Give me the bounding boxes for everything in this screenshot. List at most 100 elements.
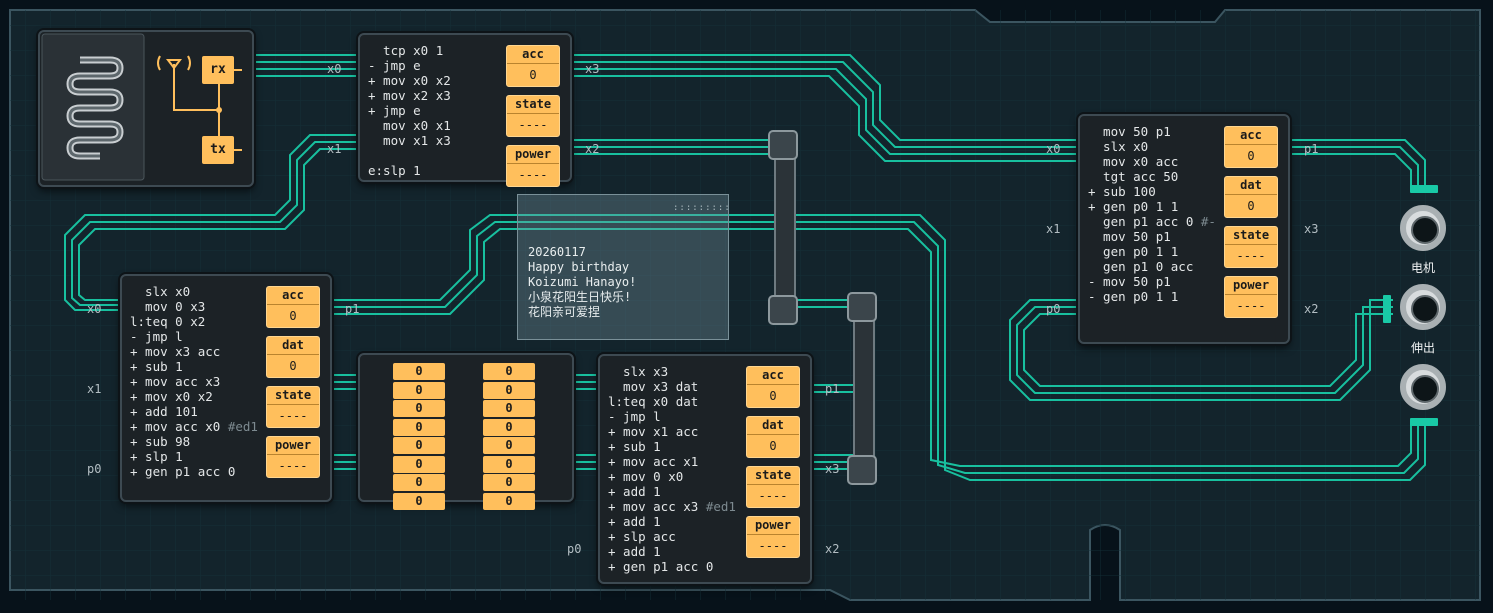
code-line[interactable]: + mov 0 x0 [608,469,684,484]
code-line[interactable]: + mov x3 acc [130,344,221,359]
code-line[interactable]: + jmp e [368,103,421,118]
register-label: state [747,467,799,485]
rom-cell[interactable]: 0 [393,437,445,454]
code-listing[interactable]: mov 50 p1 slx x0 mov x0 acc tgt acc 50+ … [1088,124,1216,304]
code-line[interactable]: + mov x2 x3 [368,88,451,103]
code-line[interactable]: mov x1 x3 [368,133,451,148]
pin-label-p0: p0 [1046,302,1061,316]
code-line[interactable]: gen p1 acc 0 #- [1088,214,1216,229]
register-value: 0 [1247,199,1255,213]
bridge-cap-2-bottom[interactable] [847,455,877,485]
code-line[interactable]: tcp x0 1 [368,43,444,58]
rom-cell[interactable]: 0 [393,400,445,417]
note-line: Happy birthday [528,260,630,274]
trace-b4-p0-out [1009,299,1393,401]
controller-board-4[interactable]: mov 50 p1 slx x0 mov x0 acc tgt acc 50+ … [1078,114,1290,344]
register-state: state ---- [746,466,800,508]
code-line[interactable]: mov 50 p1 [1088,124,1171,139]
rom-cell[interactable]: 0 [483,400,535,417]
code-line[interactable]: mov 0 x3 [130,299,206,314]
radio-module[interactable]: rx tx [38,30,254,187]
code-line[interactable]: + add 1 [608,544,661,559]
code-line[interactable]: slx x0 [130,284,191,299]
code-line[interactable]: + gen p0 1 1 [1088,199,1179,214]
note-drag-handle[interactable]: ::::::::: [673,203,731,213]
rom-cell[interactable]: 0 [483,455,535,473]
code-line[interactable]: + mov acc x1 [608,454,699,469]
rom-cell[interactable]: 0 [483,437,535,454]
bridge-cap-1-bottom[interactable] [768,295,798,325]
pin-label-x3: x3 [825,462,840,476]
code-line[interactable]: + mov x0 x2 [368,73,451,88]
code-line[interactable]: + mov acc x3 #ed1 [608,499,736,514]
rom-cell[interactable]: 0 [393,492,445,510]
controller-board-1[interactable]: tcp x0 1- jmp e+ mov x0 x2+ mov x2 x3+ j… [358,33,572,187]
code-line[interactable]: + mov x1 acc [608,424,699,439]
code-line[interactable]: tgt acc 50 [1088,169,1179,184]
rom-cell[interactable]: 0 [483,492,535,510]
code-line[interactable]: mov 50 p1 [1088,229,1171,244]
code-line[interactable]: gen p0 1 1 [1088,244,1179,259]
rom-cell[interactable]: 0 [483,474,535,491]
code-line[interactable]: + slp acc [608,529,676,544]
code-line[interactable]: l:teq 0 x2 [130,314,206,329]
rom-cell[interactable]: 0 [393,474,445,491]
rom-cell[interactable]: 0 [393,363,445,380]
rom-cell[interactable]: 0 [483,363,535,380]
code-line[interactable]: slx x0 [1088,139,1149,154]
output-port-1[interactable] [1400,205,1446,251]
code-line[interactable]: + mov x0 x2 [130,389,213,404]
code-line[interactable]: - jmp l [608,409,661,424]
output-port-2[interactable] [1400,284,1446,330]
code-listing[interactable]: tcp x0 1- jmp e+ mov x0 x2+ mov x2 x3+ j… [368,43,451,178]
code-line[interactable]: + gen p1 acc 0 [130,464,236,479]
output-port-3[interactable] [1400,364,1446,410]
code-line[interactable]: + add 1 [608,484,661,499]
code-line[interactable]: gen p1 0 acc [1088,259,1194,274]
code-line[interactable]: l:teq x0 dat [608,394,699,409]
code-line[interactable]: + add 101 [130,404,198,419]
register-value: ---- [758,489,788,503]
code-line[interactable]: mov x0 x1 [368,118,451,133]
pin-label-x0: x0 [327,62,342,76]
rom-cell[interactable]: 0 [393,381,445,399]
code-line[interactable]: + sub 1 [130,359,183,374]
code-line[interactable]: + mov acc x3 [130,374,221,389]
code-line[interactable]: - mov 50 p1 [1088,274,1171,289]
code-line[interactable]: + sub 100 [1088,184,1156,199]
register-label: acc [507,46,559,64]
register-label: acc [267,287,319,305]
code-line[interactable]: + slp 1 [130,449,183,464]
pin-label-p1: p1 [825,382,840,396]
code-line[interactable]: mov x0 acc [1088,154,1179,169]
code-line[interactable]: - gen p0 1 1 [1088,289,1179,304]
code-line[interactable]: e:slp 1 [368,163,421,178]
code-line[interactable]: + add 1 [608,514,661,529]
rom-cell[interactable]: 0 [393,455,445,473]
bridge-cap-2-top[interactable] [847,292,877,322]
code-line[interactable]: + sub 1 [608,439,661,454]
code-line[interactable]: + gen p1 acc 0 [608,559,714,574]
code-line[interactable]: - jmp l [130,329,183,344]
code-line[interactable] [368,148,451,163]
code-line[interactable]: - jmp e [368,58,421,73]
rom-cell[interactable]: 0 [483,418,535,436]
code-line[interactable]: + mov acc x0 #ed1 [130,419,258,434]
wire-traces [64,54,1426,481]
bridge-cap-1-top[interactable] [768,130,798,160]
note-line: 花阳亲可爱捏 [528,305,601,319]
code-line[interactable]: + sub 98 [130,434,191,449]
rom-cell[interactable]: 0 [483,381,535,399]
coil-graphic [41,33,145,181]
rom-cell[interactable]: 0 [393,418,445,436]
code-line[interactable]: slx x3 [608,364,669,379]
code-line[interactable]: mov x3 dat [608,379,699,394]
register-label: dat [267,337,319,355]
